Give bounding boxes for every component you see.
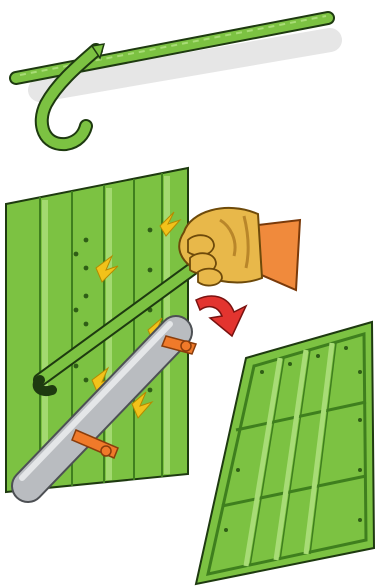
curved-rotate-arrow-icon xyxy=(196,296,246,336)
hooked-rebar-tool-icon xyxy=(16,16,330,144)
detached-formwork-panel-icon xyxy=(196,322,374,584)
gloved-hand-icon xyxy=(179,208,300,290)
